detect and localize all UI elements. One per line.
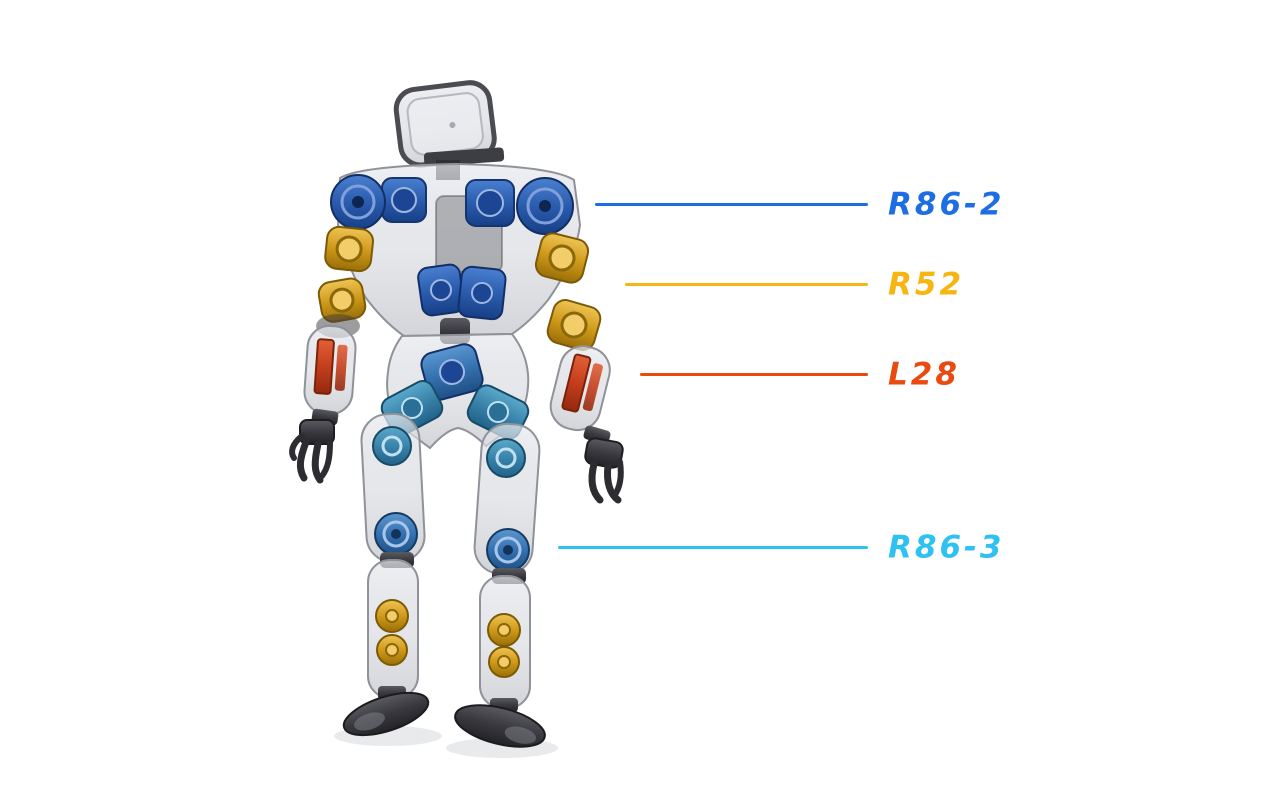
upper-arm-actuator-left xyxy=(324,225,374,273)
forearm-right xyxy=(549,345,611,432)
foot-left xyxy=(342,691,430,737)
knee-actuator-left xyxy=(374,512,418,556)
elbow-actuator-left xyxy=(317,277,367,323)
callout-label-knee: R86-3 xyxy=(888,529,1005,566)
robot-leg-right xyxy=(454,422,546,748)
knee-actuator-right xyxy=(486,528,530,572)
callout-label-forearm: L28 xyxy=(888,356,960,393)
robot-leg-left xyxy=(342,412,430,737)
waist-actuator xyxy=(417,263,507,344)
forearm-actuator-left xyxy=(313,338,335,395)
ankle-actuator-right xyxy=(487,613,521,678)
callout-line-forearm xyxy=(640,373,868,376)
shoulder-actuator-right xyxy=(516,177,574,235)
hand-gripper-left xyxy=(289,419,335,484)
callout-line-shoulder xyxy=(595,203,868,206)
robot-head xyxy=(393,80,497,168)
thigh-actuator-left xyxy=(372,426,412,466)
elbow-actuator-right xyxy=(546,299,602,351)
pelvis-actuator-center xyxy=(420,343,484,401)
forearm-left xyxy=(303,324,357,416)
robot-arm-left xyxy=(289,225,374,484)
upper-arm-actuator-right xyxy=(534,232,590,284)
thigh-actuator-right xyxy=(486,438,526,478)
forearm-actuator-right xyxy=(561,353,592,413)
robot-torso xyxy=(330,162,582,344)
ankle-actuator-left xyxy=(375,599,409,666)
hand-gripper-right xyxy=(584,437,624,504)
callout-line-elbow xyxy=(625,283,868,286)
callout-label-shoulder: R86-2 xyxy=(888,186,1005,223)
head-visor xyxy=(406,92,484,156)
callout-label-elbow: R52 xyxy=(888,266,965,303)
foot-right xyxy=(454,704,546,748)
shoulder-actuator-left xyxy=(330,174,386,230)
callout-line-knee xyxy=(558,546,868,549)
robot-arm-right xyxy=(534,232,624,504)
